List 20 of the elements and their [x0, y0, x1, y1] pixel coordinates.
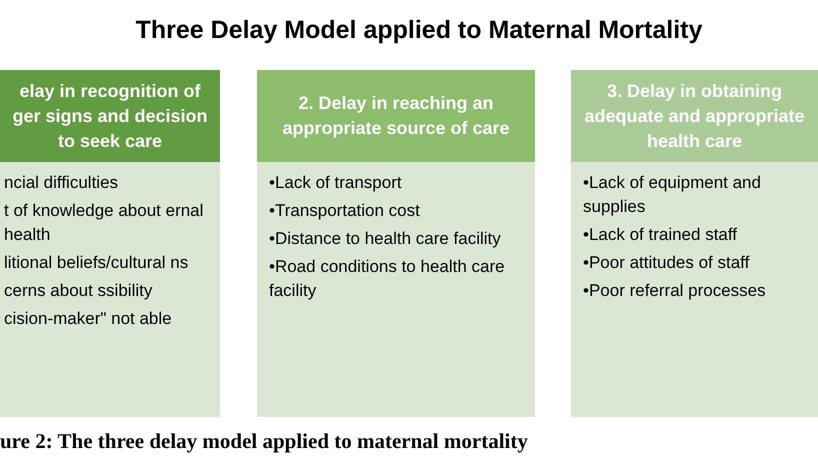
list-item: cerns about ssibility	[4, 280, 154, 302]
delay-column	[257, 70, 535, 417]
list-item: litional beliefs/cultural ns	[4, 252, 190, 274]
list-item: •Distance to health care facility	[269, 228, 502, 250]
list-item: •Poor referral processes	[583, 280, 767, 302]
list-item: •Lack of trained staff	[583, 224, 738, 246]
column-header: elay in recognition of ger signs and decision to seek care	[0, 70, 220, 162]
list-item: •Transportation cost	[269, 200, 421, 222]
column-header: 2. Delay in reaching an appropriate source of care	[257, 70, 535, 162]
delay-column	[0, 70, 220, 417]
list-item: •Road conditions to health care facility	[269, 256, 506, 302]
list-item: ncial difficulties	[4, 172, 120, 194]
column-header: 3. Delay in obtaining adequate and appropriate health care	[571, 70, 818, 162]
diagram-title: Three Delay Model applied to Maternal Mortality	[134, 15, 704, 46]
figure-caption: ure 2: The three delay model applied to maternal mortality	[0, 428, 528, 455]
list-item: cision-maker" not able	[4, 308, 173, 330]
delay-column	[571, 70, 818, 417]
list-item: •Poor attitudes of staff	[583, 252, 750, 274]
list-item: •Lack of equipment and supplies	[583, 172, 762, 218]
list-item: •Lack of transport	[269, 172, 403, 194]
